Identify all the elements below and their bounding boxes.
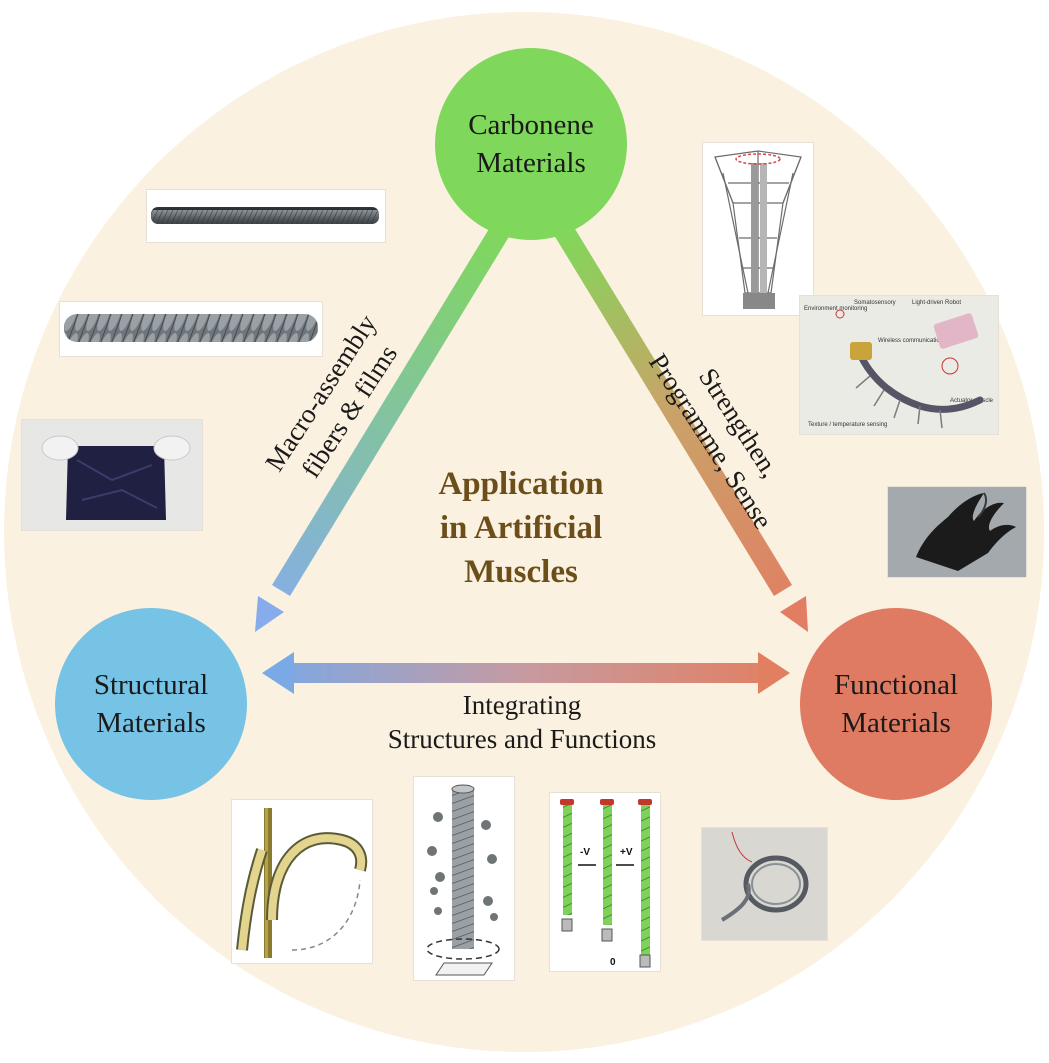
arrow-carbonene-to-structural: [255, 224, 510, 632]
edge-label-integrating: Integrating Structures and Functions: [388, 688, 656, 756]
photo-bending-actuator: [232, 800, 372, 963]
photo-carbon-film: [22, 420, 202, 530]
photo-electrochemical-coils: -V +V 0: [550, 793, 660, 971]
label-minus-v: -V: [580, 847, 590, 858]
center-title: Application in Artificial Muscles: [438, 462, 603, 594]
photo-lattice-structure: [703, 143, 813, 315]
arrow-carbonene-to-functional: [554, 224, 808, 632]
center-title-line1: Application: [438, 466, 604, 502]
carbonene-label-line1: Carbonene: [468, 109, 594, 141]
functional-materials-node: Functional Materials: [800, 608, 992, 800]
functional-label-line2: Materials: [841, 707, 951, 739]
photo-rolled-film: [702, 828, 827, 940]
robot-label-somatosensory: Somatosensory: [854, 300, 896, 306]
carbonene-label-line2: Materials: [476, 147, 586, 179]
center-title-line3: Muscles: [464, 554, 578, 590]
robot-label-environment: Environment monitoring: [804, 306, 867, 312]
photo-coiled-fiber: [60, 302, 322, 356]
structural-materials-node: Structural Materials: [55, 608, 247, 800]
robot-label-texture: Texture / temperature sensing: [808, 422, 887, 428]
center-title-line2: in Artificial: [439, 510, 603, 546]
edge-label-bottom-line1: Integrating: [462, 690, 582, 720]
edge-label-bottom-line2: Structures and Functions: [387, 724, 657, 754]
photo-glove-gripper: [888, 487, 1026, 577]
label-plus-v: +V: [620, 847, 633, 858]
photo-straight-fiber: [147, 190, 385, 242]
robot-label-wireless: Wireless communication: [878, 338, 943, 344]
photo-twisted-yarn: [414, 777, 514, 980]
functional-label-line1: Functional: [833, 669, 959, 701]
structural-label-line2: Materials: [96, 707, 206, 739]
label-zero: 0: [610, 957, 616, 968]
structural-label-line1: Structural: [93, 669, 209, 701]
photo-light-driven-robot: Environment monitoring Somatosensory Lig…: [800, 296, 998, 434]
robot-label-light-robot: Light-driven Robot: [912, 300, 961, 306]
carbonene-materials-node: Carbonene Materials: [435, 48, 627, 240]
arrow-structural-functional: [262, 652, 790, 694]
